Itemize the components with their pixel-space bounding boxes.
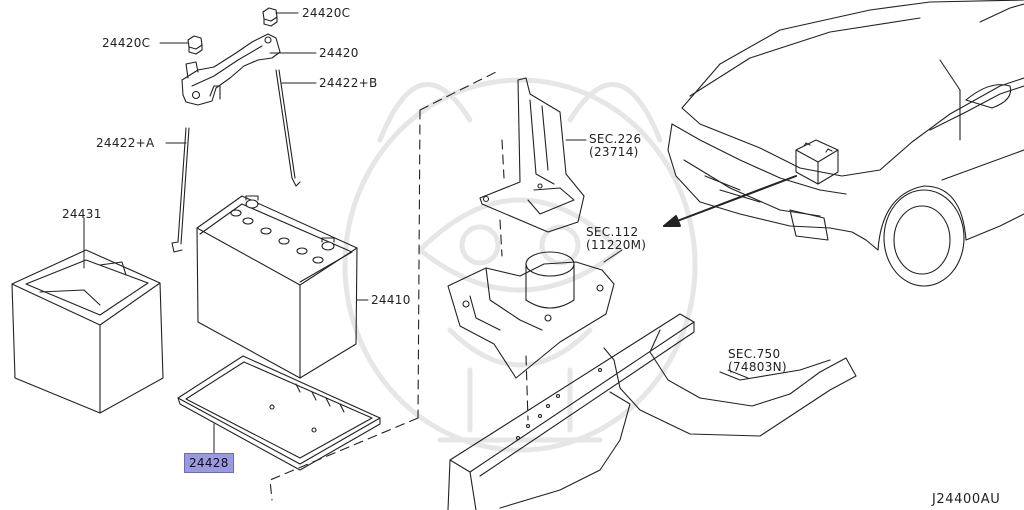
label-24420: 24420	[319, 46, 359, 60]
label-24420c-left: 24420C	[102, 36, 151, 50]
label-24428-highlighted: 24428	[184, 453, 234, 473]
engine-mount-sec112	[447, 251, 615, 379]
battery-cover	[11, 249, 164, 414]
mounting-bracket-sec226	[479, 77, 585, 233]
dashed-connection-lines	[269, 69, 529, 501]
diagram-code: J24400AU	[932, 492, 1001, 507]
sec750-line2: (74803N)	[728, 360, 787, 374]
battery	[196, 195, 358, 379]
battery-hold-down-bracket	[181, 33, 281, 106]
sec226-line1: SEC.226	[589, 132, 642, 146]
j-bolt-a	[171, 127, 190, 253]
leader-lines	[83, 12, 749, 459]
watermark-emblem	[342, 77, 698, 453]
label-24410: 24410	[371, 293, 411, 307]
j-bolt-b	[275, 69, 301, 187]
label-24422b: 24422+B	[319, 76, 378, 90]
sec226-line2: (23714)	[589, 145, 639, 159]
mini-battery-icon	[795, 139, 839, 185]
sec112-line1: SEC.112	[586, 225, 639, 239]
hex-nut-left	[187, 35, 203, 55]
label-24422a: 24422+A	[96, 136, 155, 150]
vehicle-front	[667, 0, 1024, 287]
sec112-line2: (11220M)	[586, 238, 647, 252]
sec750-line1: SEC.750	[728, 347, 781, 361]
hex-nut-top	[262, 7, 278, 27]
label-24420c-top: 24420C	[302, 6, 351, 20]
label-24431: 24431	[62, 207, 102, 221]
location-arrow	[663, 175, 797, 227]
battery-tray	[177, 355, 381, 471]
frame-rail-sec750	[447, 313, 857, 510]
